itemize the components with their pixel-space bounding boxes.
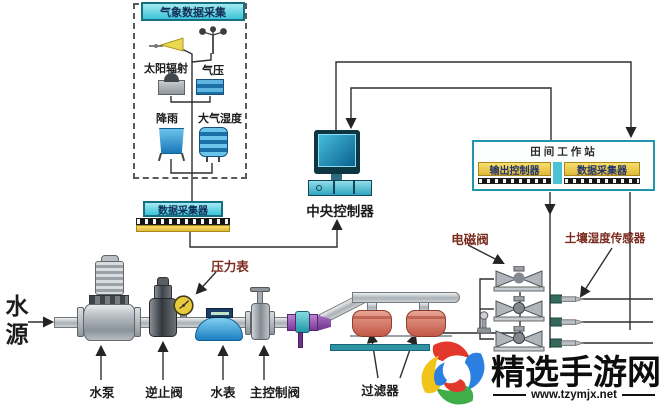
ball-valve-stem bbox=[298, 332, 303, 348]
main-valve-flange-right bbox=[269, 311, 275, 335]
soil-sensor-icon bbox=[550, 294, 584, 304]
solenoid-valve-icon bbox=[493, 326, 545, 352]
monitor-icon bbox=[314, 130, 360, 174]
weather-collector-box: 数据采集器 bbox=[143, 201, 223, 217]
output-controller-text: 输出控制器 bbox=[489, 165, 540, 177]
pressure-gauge-label: 压力表 bbox=[211, 260, 249, 274]
watermark-url-row: www.tzymjx.net bbox=[493, 388, 655, 402]
weather-station-box bbox=[133, 3, 247, 179]
solar-sensor-dome bbox=[164, 73, 179, 82]
filter-tank-band bbox=[407, 316, 445, 319]
watermark-site-name: 精选手游网 bbox=[491, 354, 660, 392]
ball-valve-cone bbox=[317, 315, 331, 331]
solenoid-valve-icon bbox=[493, 296, 545, 322]
humidity-label: 大气湿度 bbox=[198, 113, 242, 125]
filter-label: 过滤器 bbox=[361, 384, 399, 398]
solar-radiation-label: 太阳辐射 bbox=[144, 63, 188, 75]
output-controller-dotted-strip bbox=[478, 178, 551, 184]
base-unit-button bbox=[316, 185, 322, 191]
pump-body bbox=[83, 304, 136, 341]
field-station-title: 田间工作站 bbox=[530, 146, 598, 158]
central-controller-label: 中央控制器 bbox=[306, 204, 374, 219]
filter-tank bbox=[406, 310, 446, 337]
filter-stand-bar bbox=[330, 344, 430, 351]
pump-motor bbox=[95, 261, 124, 295]
station-collector-dotted-strip bbox=[564, 178, 640, 184]
base-unit-divider-2 bbox=[353, 181, 355, 194]
url-dash-right bbox=[621, 393, 655, 397]
humidity-sensor-icon bbox=[199, 127, 228, 157]
filter-tank bbox=[352, 310, 392, 337]
weather-station-title-text: 气象数据采集 bbox=[160, 6, 226, 19]
url-dash-left bbox=[493, 393, 527, 397]
watermark-logo-icon bbox=[421, 341, 485, 405]
check-valve-label: 逆止阀 bbox=[145, 386, 183, 400]
wind-vane-icon bbox=[149, 37, 184, 52]
air-vent-icon bbox=[477, 311, 491, 334]
weather-station-title: 气象数据采集 bbox=[141, 2, 245, 21]
main-valve-label: 主控制阀 bbox=[249, 386, 300, 400]
rainfall-label: 降雨 bbox=[156, 113, 178, 125]
monitor-screen bbox=[318, 134, 356, 167]
monitor-stand bbox=[331, 174, 342, 180]
check-valve-neck bbox=[154, 285, 172, 299]
filter-tank-band bbox=[353, 316, 391, 319]
pressure-sensor-icon bbox=[196, 79, 224, 95]
weather-collector-dotted-strip bbox=[136, 218, 230, 225]
solenoid-valve-icon bbox=[493, 266, 545, 292]
humidity-sensor-leg bbox=[206, 157, 220, 162]
check-valve-body bbox=[149, 298, 177, 337]
output-controller-cell: 输出控制器 bbox=[478, 162, 551, 177]
ball-valve-nut-right bbox=[309, 314, 318, 331]
rain-gauge-icon bbox=[159, 128, 184, 154]
soil-sensor-icon bbox=[550, 317, 584, 327]
water-meter-cap-window bbox=[211, 312, 229, 315]
watermark-site-url: www.tzymjx.net bbox=[531, 389, 617, 401]
computer-base-unit bbox=[308, 180, 372, 196]
weather-collector-text: 数据采集器 bbox=[158, 205, 208, 217]
filter-manifold-pipe bbox=[352, 292, 460, 303]
pump-label: 水泵 bbox=[89, 386, 115, 400]
solar-sensor-icon bbox=[158, 73, 185, 95]
pump-flange-right bbox=[134, 307, 141, 337]
water-meter-label: 水表 bbox=[210, 386, 236, 400]
water-source-label: 水源 bbox=[5, 293, 29, 347]
main-valve-body bbox=[251, 303, 270, 340]
ball-valve-nut-left bbox=[287, 314, 296, 331]
station-data-collector-text: 数据采集器 bbox=[577, 165, 627, 177]
soil-moisture-sensor-label: 土壤湿度传感器 bbox=[564, 233, 646, 245]
water-meter-cap bbox=[206, 308, 233, 318]
station-data-collector-cell: 数据采集器 bbox=[564, 162, 640, 177]
weather-collector-yellow-strip bbox=[136, 225, 230, 232]
air-pressure-label: 气压 bbox=[202, 65, 224, 77]
filter-frame bbox=[350, 335, 452, 337]
pump-flange-left bbox=[77, 307, 84, 337]
anemometer-icon bbox=[199, 26, 227, 54]
soil-sensor-icon bbox=[550, 338, 584, 348]
main-valve-flange-left bbox=[245, 311, 251, 335]
solenoid-valve-label: 电磁阀 bbox=[451, 233, 489, 247]
base-unit-divider-1 bbox=[333, 181, 335, 194]
ball-valve-body bbox=[295, 311, 310, 333]
field-station-divider bbox=[553, 162, 562, 184]
pressure-gauge-icon bbox=[173, 295, 194, 318]
